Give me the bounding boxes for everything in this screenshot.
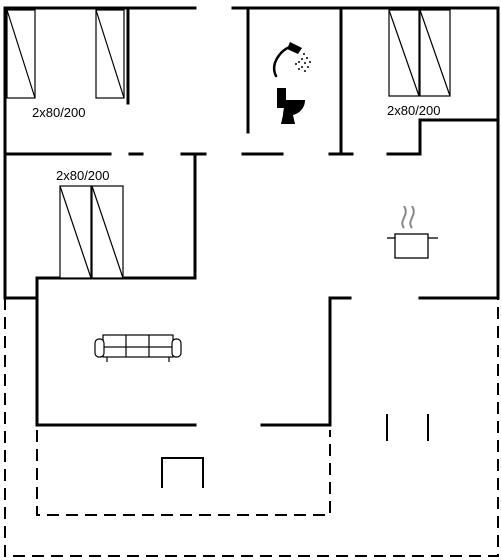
sofa-icon xyxy=(94,334,182,362)
bed-label-top-right: 2x80/200 xyxy=(387,103,441,118)
bed-label-middle-left: 2x80/200 xyxy=(56,168,110,183)
toilet-icon xyxy=(277,88,305,124)
beds-top-right xyxy=(388,9,451,97)
terrace-marks xyxy=(386,414,429,441)
beds-top-left xyxy=(6,9,125,99)
bed-label-top-left: 2x80/200 xyxy=(32,105,86,120)
table-icon xyxy=(161,457,204,488)
terrace-outlines xyxy=(4,298,499,557)
cooking-pot-icon xyxy=(387,205,438,259)
beds-middle-left xyxy=(59,185,124,279)
shower-icon xyxy=(273,42,311,78)
interior-walls xyxy=(3,6,500,427)
